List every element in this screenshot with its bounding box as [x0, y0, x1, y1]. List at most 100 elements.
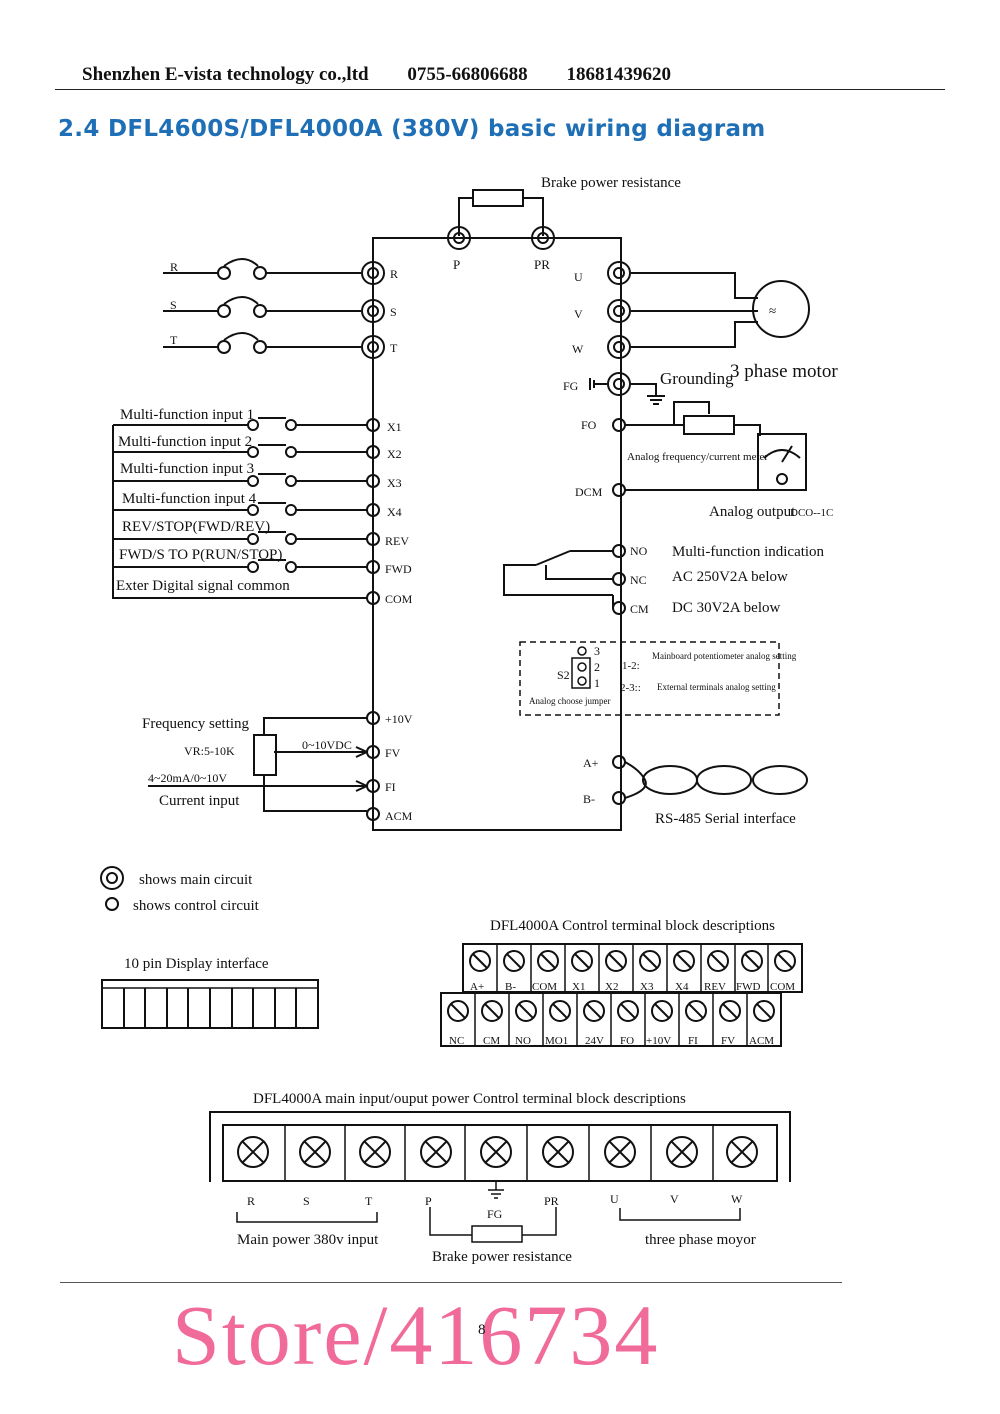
fo-label: FO [581, 418, 597, 432]
terminal-fg [607, 372, 631, 396]
dc-rating: DC 30V2A below [672, 600, 781, 616]
ctrl-r2-fi: FI [688, 1035, 698, 1047]
ctrl-r2-mo1: MO1 [545, 1035, 568, 1047]
cm-label: CM [630, 602, 649, 616]
input-label-4: Multi-function input 4 [122, 491, 257, 507]
terminal-p [447, 226, 471, 250]
x2-label: X2 [387, 447, 402, 461]
terminal-x4 [366, 503, 380, 517]
ctrl-r1-com: COM [532, 981, 557, 993]
fv-label: FV [385, 746, 401, 760]
pw-label-fg: FG [487, 1207, 503, 1221]
phone-1: 0755-66806688 [407, 64, 528, 85]
twisted-pair-icon [642, 765, 698, 795]
terminal-no [612, 544, 626, 558]
terminal-t-label: T [390, 341, 398, 355]
terminal-a-plus [612, 755, 626, 769]
pw-label-s: S [303, 1194, 310, 1208]
pw-label-r: R [247, 1194, 255, 1208]
power-block-title: DFL4000A main input/ouput power Control … [253, 1091, 686, 1107]
acm-label: ACM [385, 809, 413, 823]
display-interface: 10 pin Display interface [101, 956, 319, 1029]
control-terminal-block: DFL4000A Control terminal block descript… [440, 918, 803, 1047]
brake-resistor-label: Brake power resistance [541, 175, 681, 191]
pw-label-pr: PR [544, 1194, 559, 1208]
ctrl-r2-10v: +10V [646, 1035, 671, 1047]
ctrl-r2-cm: CM [483, 1035, 500, 1047]
ctrl-r2-24v: 24V [585, 1035, 604, 1047]
page-header: Shenzhen E-vista technology co.,ltd 0755… [82, 64, 782, 86]
jumper-caption: Analog choose jumper [529, 696, 610, 706]
pw-label-w: W [731, 1192, 743, 1206]
terminal-s [361, 299, 385, 323]
terminal-t [361, 335, 385, 359]
legend: shows main circuit shows control circuit [100, 866, 260, 914]
multi-indication-label: Multi-function indication [672, 544, 825, 560]
terminal-r [361, 261, 385, 285]
ctrl-r1-x1: X1 [572, 981, 585, 993]
jumper-icon [571, 657, 591, 689]
terminal-acm [366, 807, 380, 821]
ctrl-r1-fwd: FWD [736, 981, 761, 993]
terminal-x3 [366, 474, 380, 488]
terminal-b-minus [612, 791, 626, 805]
com-label: COM [385, 592, 413, 606]
a-plus-label: A+ [583, 756, 599, 770]
analog-output-range: DCO--1C [790, 507, 833, 519]
rev-label: REV [385, 534, 409, 548]
terminal-pr [531, 226, 555, 250]
analog-meter-label: Analog frequency/current meter [627, 451, 768, 463]
page-number: 8 [478, 1322, 486, 1338]
terminal-fwd [366, 560, 380, 574]
jumper-s2-label: S2 [557, 668, 570, 682]
terminal-v [607, 299, 631, 323]
terminal-s-label: S [390, 305, 397, 319]
frequency-setting: Frequency setting VR:5-10K +10V FV FI AC… [142, 711, 413, 823]
pw-label-v: V [670, 1192, 679, 1206]
terminal-10v [366, 711, 380, 725]
motor-label: 3 phase motor [730, 361, 838, 382]
ctrl-r1-x3: X3 [640, 981, 654, 993]
terminal-fv [366, 745, 380, 759]
pw-label-u: U [610, 1192, 619, 1206]
frequency-setting-label: Frequency setting [142, 716, 250, 732]
ctrl-r1-b-minus: B- [505, 981, 516, 993]
control-screw-row-1 [469, 950, 796, 972]
section-title: 2.4 DFL4600S/DFL4000A (380V) basic wirin… [58, 116, 766, 142]
x4-label: X4 [387, 505, 402, 519]
rs485-label: RS-485 Serial interface [655, 811, 796, 827]
b-minus-label: B- [583, 792, 595, 806]
fg-label: FG [563, 379, 579, 393]
jumper-setting-12: 1-2: [622, 660, 640, 672]
store-watermark: Store/416734 [172, 1287, 660, 1383]
jumper-setting-12-desc: Mainboard potentiometer analog setting [652, 651, 797, 661]
three-phase-label: three phase moyor [645, 1232, 756, 1248]
label-pr: PR [534, 257, 550, 272]
brake-resistor [472, 189, 524, 207]
line-r-label: R [170, 260, 178, 274]
ctrl-r1-rev: REV [704, 981, 726, 993]
motor-icon [752, 280, 810, 338]
terminal-u-label: U [574, 270, 583, 284]
ctrl-r2-no: NO [515, 1035, 531, 1047]
multi-function-inputs: Multi-function input 1 X1 Multi-function… [112, 407, 413, 606]
10v-label: +10V [385, 712, 413, 726]
motor-output: U V W ≈ 3 phase motor [572, 261, 838, 382]
ctrl-r1-com-2: COM [770, 981, 795, 993]
terminal-fo [612, 418, 626, 432]
main-power-label: Main power 380v input [237, 1232, 379, 1248]
brake-resistor-block [471, 1225, 523, 1243]
meter-icon [757, 433, 807, 491]
phone-2: 18681439620 [566, 64, 671, 85]
terminal-w-label: W [572, 342, 584, 356]
jumper-setting-23-desc: External terminals analog setting [657, 682, 776, 692]
rs485-interface: A+ B- RS-485 Serial interface [583, 755, 808, 827]
line-s-label: S [170, 298, 177, 312]
pin-2: 2 [594, 660, 600, 674]
label-p: P [453, 257, 460, 272]
input-label-fwd: FWD/S TO P(RUN/STOP) [119, 547, 282, 563]
terminal-x1 [366, 418, 380, 432]
svg-text:≈: ≈ [769, 303, 776, 318]
input-label-1: Multi-function input 1 [120, 407, 254, 423]
terminal-w [607, 335, 631, 359]
